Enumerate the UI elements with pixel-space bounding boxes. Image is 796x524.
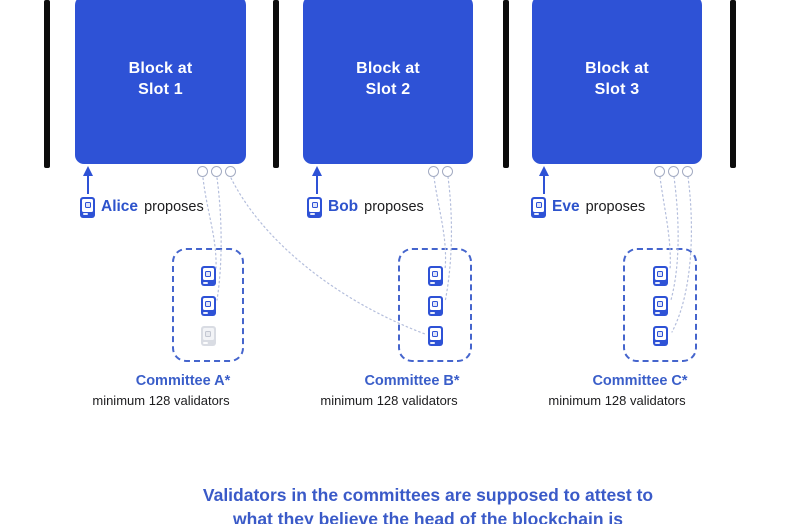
chain-bar xyxy=(730,0,736,168)
proposer-node-icon xyxy=(531,196,546,218)
node-screen xyxy=(533,198,544,212)
attestation-circle xyxy=(225,166,236,177)
arrow-head-icon xyxy=(538,166,549,176)
block-label-line2: Slot 3 xyxy=(594,81,640,98)
proposer-node-icon xyxy=(80,196,95,218)
committee-b-title: Committee B* xyxy=(364,373,460,389)
block-label-line1: Block at xyxy=(128,60,193,77)
validator-icon xyxy=(427,326,443,346)
arrow-shaft xyxy=(86,175,90,194)
proposer-name: Bob xyxy=(328,198,359,215)
block-label-line1: Block at xyxy=(356,60,420,77)
block-label: Block at Slot 2 xyxy=(303,58,473,100)
committee-a-title: Committee A* xyxy=(135,373,231,389)
chain-bar xyxy=(273,0,279,168)
arrow-shaft xyxy=(542,175,546,194)
proposer-node-icon xyxy=(307,196,322,218)
node-screen xyxy=(654,328,666,340)
block-slot-2: Block at Slot 2 xyxy=(303,0,473,164)
proposer-row: Alice proposes xyxy=(80,196,204,218)
proposer-row: Bob proposes xyxy=(307,196,424,218)
caption: Validators in the committees are suppose… xyxy=(60,483,796,524)
block-label-line2: Slot 2 xyxy=(365,81,411,98)
committee-c-title: Committee C* xyxy=(592,373,688,389)
attestation-circle xyxy=(682,166,693,177)
caption-line-1: Validators in the committees are suppose… xyxy=(202,485,654,505)
block-label-line2: Slot 1 xyxy=(138,81,183,98)
block-label-line1: Block at xyxy=(585,60,649,77)
validator-icon xyxy=(427,266,443,286)
committee-a-box xyxy=(172,248,244,362)
arrow-head-icon xyxy=(311,166,322,176)
validator-icon xyxy=(427,296,443,316)
propose-arrow xyxy=(311,166,323,196)
attestation-circle-row xyxy=(654,166,693,177)
attestation-circle-row xyxy=(428,166,453,177)
attestation-circle xyxy=(197,166,208,177)
proposer-action-label: proposes xyxy=(144,199,204,215)
committee-c-subtitle: minimum 128 validators xyxy=(548,393,686,408)
arrow-shaft xyxy=(315,175,319,194)
proposer-row: Eve proposes xyxy=(531,196,645,218)
chain-bar xyxy=(503,0,509,168)
node-screen xyxy=(82,198,93,212)
block-label: Block at Slot 1 xyxy=(75,58,246,100)
node-screen xyxy=(429,328,441,340)
validator-icon xyxy=(652,266,668,286)
attestation-circle xyxy=(428,166,439,177)
propose-arrow xyxy=(82,166,94,196)
node-screen xyxy=(202,328,214,340)
node-screen xyxy=(429,268,441,280)
caption-line-2: what they believe the head of the blockc… xyxy=(233,509,623,524)
attestation-circle xyxy=(668,166,679,177)
validator-icon xyxy=(200,266,216,286)
node-screen xyxy=(429,298,441,310)
validator-icon xyxy=(652,326,668,346)
attestation-circle xyxy=(442,166,453,177)
node-screen xyxy=(654,268,666,280)
propose-arrow xyxy=(538,166,550,196)
block-slot-3: Block at Slot 3 xyxy=(532,0,702,164)
committee-b-box xyxy=(398,248,472,362)
node-screen xyxy=(309,198,320,212)
proposer-name: Alice xyxy=(101,198,139,215)
chain-bar xyxy=(44,0,50,168)
validator-icon xyxy=(652,296,668,316)
proposer-name: Eve xyxy=(552,198,580,215)
node-screen xyxy=(654,298,666,310)
arrow-head-icon xyxy=(82,166,93,176)
validator-icon xyxy=(200,296,216,316)
block-slot-1: Block at Slot 1 xyxy=(75,0,246,164)
committee-c-box xyxy=(623,248,697,362)
validator-icon xyxy=(200,326,216,346)
block-label: Block at Slot 3 xyxy=(532,58,702,100)
proposer-action-label: proposes xyxy=(585,199,646,215)
committee-b-subtitle: minimum 128 validators xyxy=(320,393,458,408)
node-screen xyxy=(202,268,214,280)
attestation-circle xyxy=(211,166,222,177)
node-screen xyxy=(202,298,214,310)
attestation-circle-row xyxy=(197,166,236,177)
proposer-action-label: proposes xyxy=(364,199,424,215)
committee-a-subtitle: minimum 128 validators xyxy=(92,393,230,408)
attestation-circle xyxy=(654,166,665,177)
